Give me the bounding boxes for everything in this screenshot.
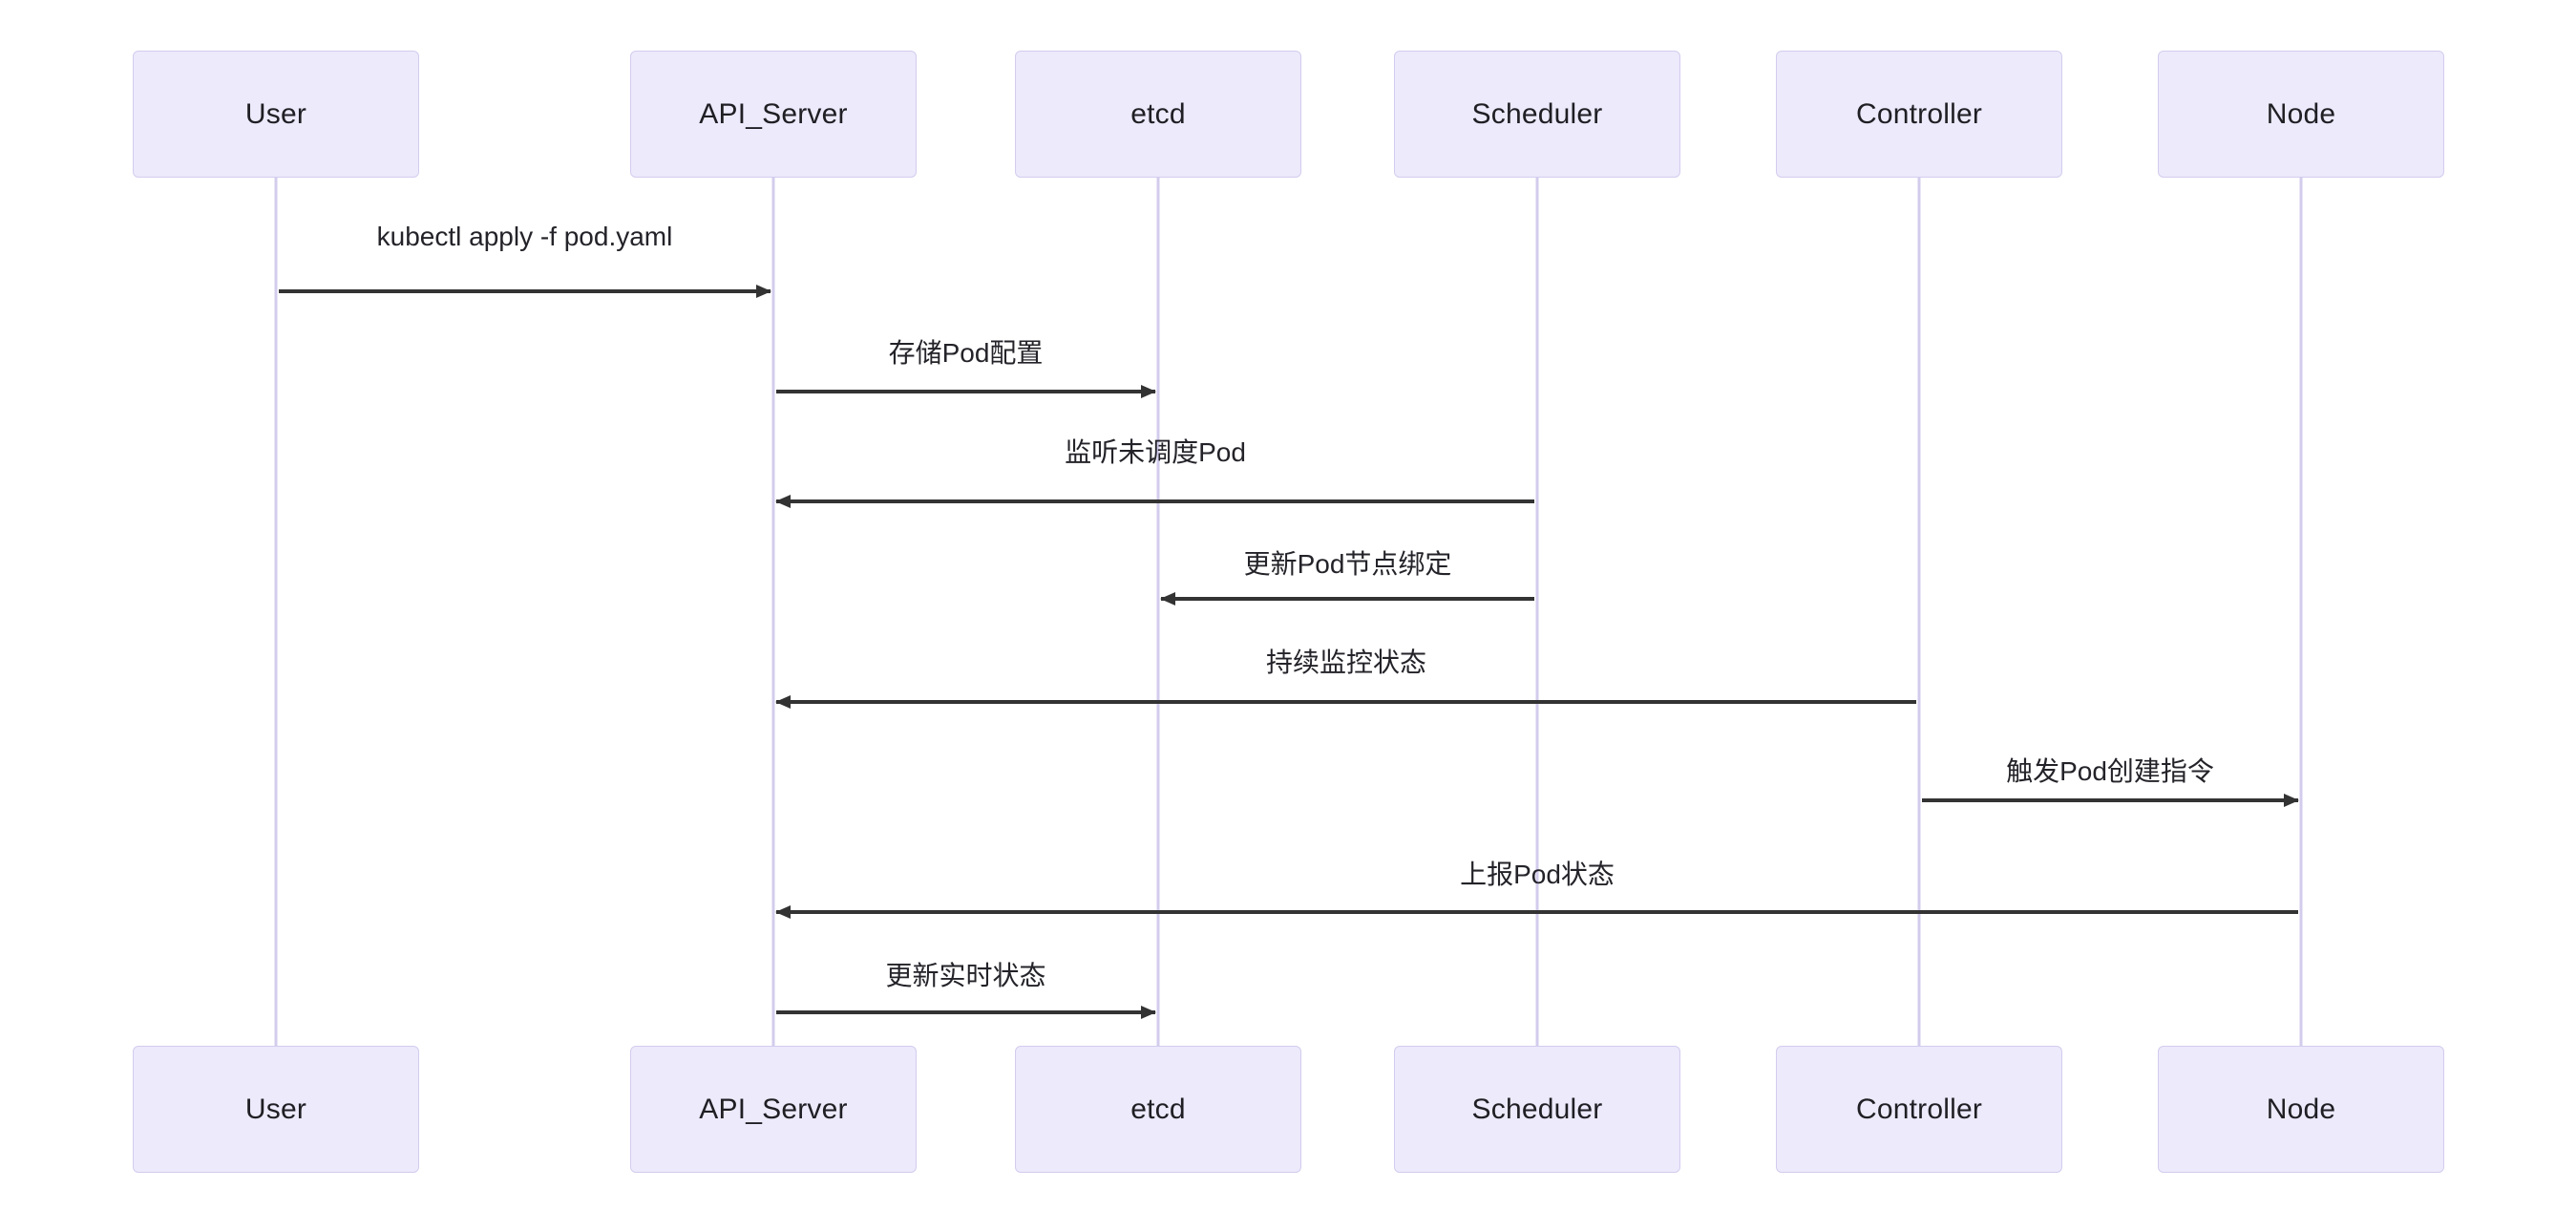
message-label-6: 触发Pod创建指令	[2006, 756, 2214, 786]
participant-label: Node	[2266, 97, 2336, 130]
participant-label: User	[244, 97, 307, 130]
participant-label: Controller	[1855, 1093, 1983, 1125]
participant-box-bottom-user[interactable]: User	[133, 1046, 419, 1173]
participant-box-top-controller[interactable]: Controller	[1776, 51, 2062, 178]
participant-box-bottom-controller[interactable]: Controller	[1776, 1046, 2062, 1173]
lifelines-group	[274, 178, 2303, 1046]
participant-label: User	[244, 1093, 307, 1125]
message-label-7: 上报Pod状态	[1460, 860, 1615, 889]
participant-label: Scheduler	[1471, 1093, 1603, 1125]
participant-label: Controller	[1855, 97, 1983, 130]
message-label-8: 更新实时状态	[885, 961, 1046, 990]
participant-label: Node	[2266, 1093, 2336, 1125]
participant-label: API_Server	[699, 1093, 848, 1125]
participant-box-top-etcd[interactable]: etcd	[1015, 51, 1301, 178]
participant-box-top-node[interactable]: Node	[2158, 51, 2444, 178]
message-label-2: 存储Pod配置	[888, 338, 1044, 368]
participant-label: etcd	[1130, 97, 1186, 130]
message-arrows-group	[279, 285, 2299, 1019]
participant-box-bottom-node[interactable]: Node	[2158, 1046, 2444, 1173]
participant-box-bottom-scheduler[interactable]: Scheduler	[1394, 1046, 1680, 1173]
participant-box-bottom-etcd[interactable]: etcd	[1015, 1046, 1301, 1173]
message-label-5: 持续监控状态	[1265, 648, 1427, 677]
participant-box-top-scheduler[interactable]: Scheduler	[1394, 51, 1680, 178]
participant-box-top-user[interactable]: User	[133, 51, 419, 178]
participant-label: etcd	[1130, 1093, 1186, 1125]
message-label-4: 更新Pod节点绑定	[1243, 549, 1452, 579]
message-label-1: kubectl apply -f pod.yaml	[376, 222, 673, 251]
participant-label: Scheduler	[1471, 97, 1603, 130]
message-label-3: 监听未调度Pod	[1065, 437, 1246, 467]
participant-box-top-api_server[interactable]: API_Server	[630, 51, 917, 178]
participant-label: API_Server	[699, 97, 848, 130]
participant-box-bottom-api_server[interactable]: API_Server	[630, 1046, 917, 1173]
